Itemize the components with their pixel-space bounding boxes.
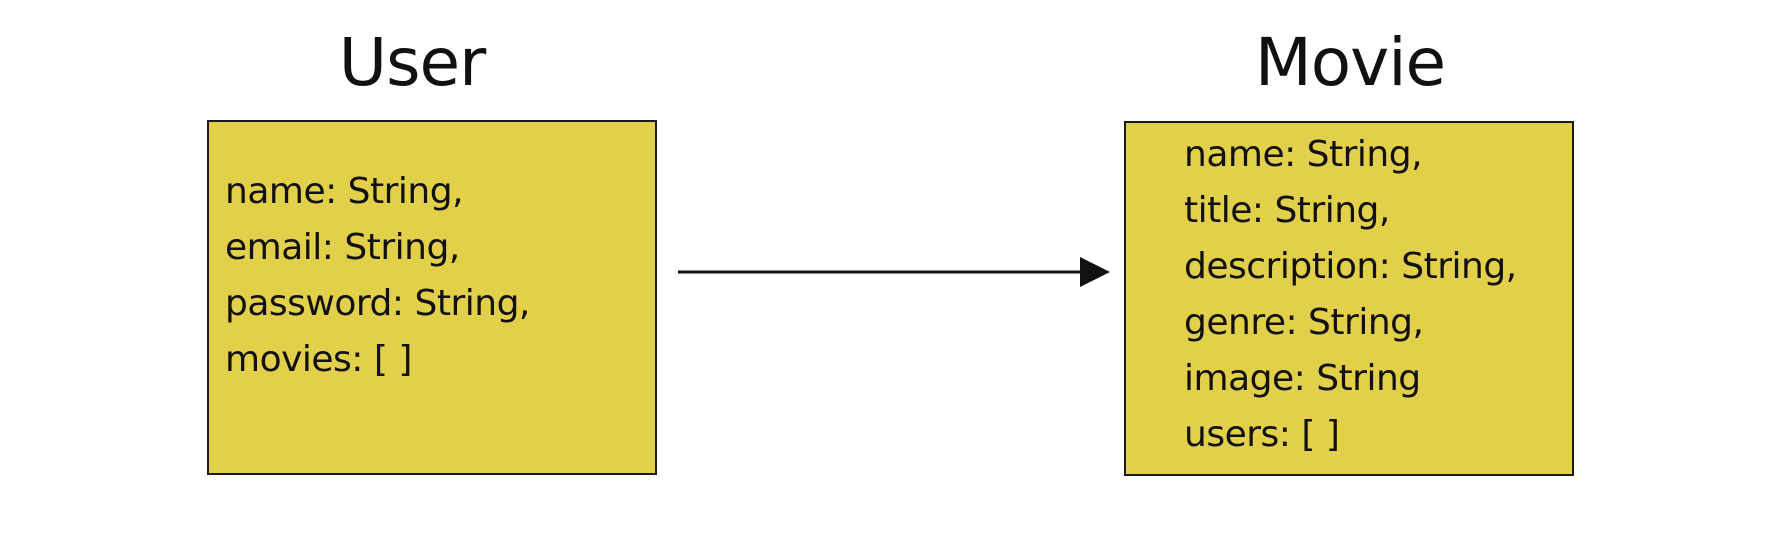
movie-field: image: String bbox=[1184, 358, 1421, 399]
user-field: name: String, bbox=[225, 171, 464, 212]
movie-entity-title: Movie bbox=[1254, 24, 1446, 101]
arrow-right-icon bbox=[678, 257, 1110, 287]
movie-field: name: String, bbox=[1184, 134, 1423, 175]
movie-entity-box: name: String, title: String, description… bbox=[1124, 121, 1574, 476]
user-field: movies: [ ] bbox=[225, 339, 412, 380]
user-entity-box: name: String, email: String, password: S… bbox=[207, 120, 657, 475]
user-field: email: String, bbox=[225, 227, 460, 268]
user-field-list: name: String, email: String, password: S… bbox=[225, 164, 530, 388]
user-entity-title: User bbox=[338, 24, 486, 101]
user-field: password: String, bbox=[225, 283, 530, 324]
movie-field-list: name: String, title: String, description… bbox=[1184, 127, 1517, 463]
arrow-head bbox=[1080, 257, 1110, 287]
movie-field: title: String, bbox=[1184, 190, 1390, 231]
movie-field: users: [ ] bbox=[1184, 414, 1340, 455]
movie-field: genre: String, bbox=[1184, 302, 1424, 343]
movie-field: description: String, bbox=[1184, 246, 1517, 287]
